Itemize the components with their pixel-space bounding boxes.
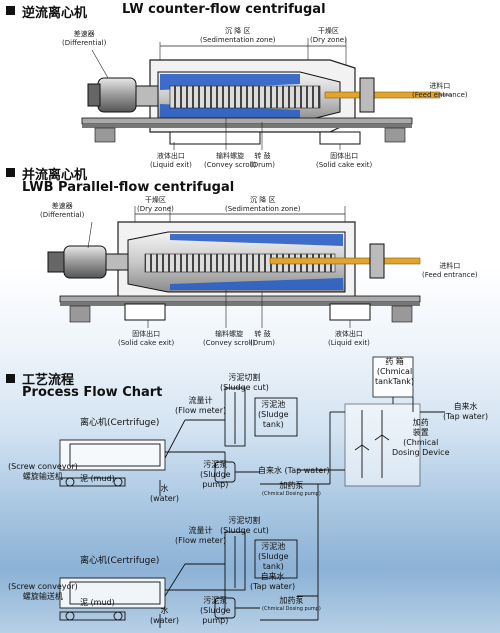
l-mud-label: 泥 (mud) [80,598,115,607]
l-dosing-pump-label: 加药泵(Chmical Dosing pump) [262,596,321,612]
section1-title-en: LW counter-flow centrifugal [122,2,326,17]
section2-title-en: LWB Parallel-flow centrifugal [22,180,235,195]
section3-title-en: Process Flow Chart [22,385,163,400]
u-water-label: 水(water) [150,484,180,503]
l-tap-water-label: 自来水(Tap water) [250,572,296,591]
l-screw-conveyor-label: (Screw conveyor)螺旋输送机 [8,582,78,601]
s2-feed-label: 进料口(Feed entrance) [422,262,478,279]
lw-centrifuge-drawing [81,38,452,150]
section3-title-cn: 工艺流程 [22,373,75,388]
u-centrifuge-label: 离心机(Certrifuge) [80,418,160,428]
s2-dry-label: 干燥区(Dry zone) [137,196,174,213]
s1-feed-label: 进料口(Feed entrance) [412,82,468,99]
s1-differential-label: 差速器(Differential) [62,30,107,47]
u-dosing-pump-label: 加药泵(Chmical Dosing pump) [262,481,321,497]
u-mud-label: 泥 (mud) [80,474,115,483]
lwb-centrifuge-drawing [47,206,421,328]
tap-water-right-label: 自来水(Tap water) [443,402,489,421]
l-sludge-cut-label: 污泥切割(Sludge cut) [220,516,269,535]
s1-drum-label: 转 鼓(Drum) [250,152,275,169]
s1-solid-label: 固体出口(Solid cake exit) [316,152,373,169]
s2-differential-label: 差速器(Differential) [40,202,85,219]
s2-sedimentation-label: 沉 降 区(Sedimentation zone) [225,196,301,213]
s1-dry-label: 干燥区(Dry zone) [310,27,347,44]
s2-solid-label: 固体出口(Solid cake exit) [118,330,175,347]
u-screw-conveyor-label: (Screw conveyor)螺旋输送机 [8,462,78,481]
section-bullet [6,6,15,15]
s2-liquid-label: 液体出口(Liquid exit) [328,330,370,347]
l-flow-meter-label: 流量计(Flow meter) [175,526,227,545]
s1-liquid-label: 液体出口(Liquid exit) [150,152,192,169]
s2-scroll-label: 输料螺旋(Convey scroll) [203,330,256,347]
section1-title-cn: 逆流离心机 [22,6,88,21]
s2-drum-label: 转 鼓(Drum) [250,330,275,347]
l-water-label: 水(water) [150,606,180,625]
u-sludge-cut-label: 污泥切割(Sludge cut) [220,373,269,392]
l-centrifuge-label: 离心机(Certrifuge) [80,556,160,566]
process-flow-drawing [59,356,445,628]
section-bullet [6,374,15,383]
u-tap-water-label: 自来水 (Tap water) [258,466,330,475]
s1-scroll-label: 输料螺旋(Convey scroll) [204,152,257,169]
section-bullet [6,168,15,177]
s1-sedimentation-label: 沉 降 区(Sedimentation zone) [200,27,276,44]
section2-title-cn: 并流离心机 [22,168,88,183]
u-flow-meter-label: 流量计(Flow meter) [175,396,227,415]
